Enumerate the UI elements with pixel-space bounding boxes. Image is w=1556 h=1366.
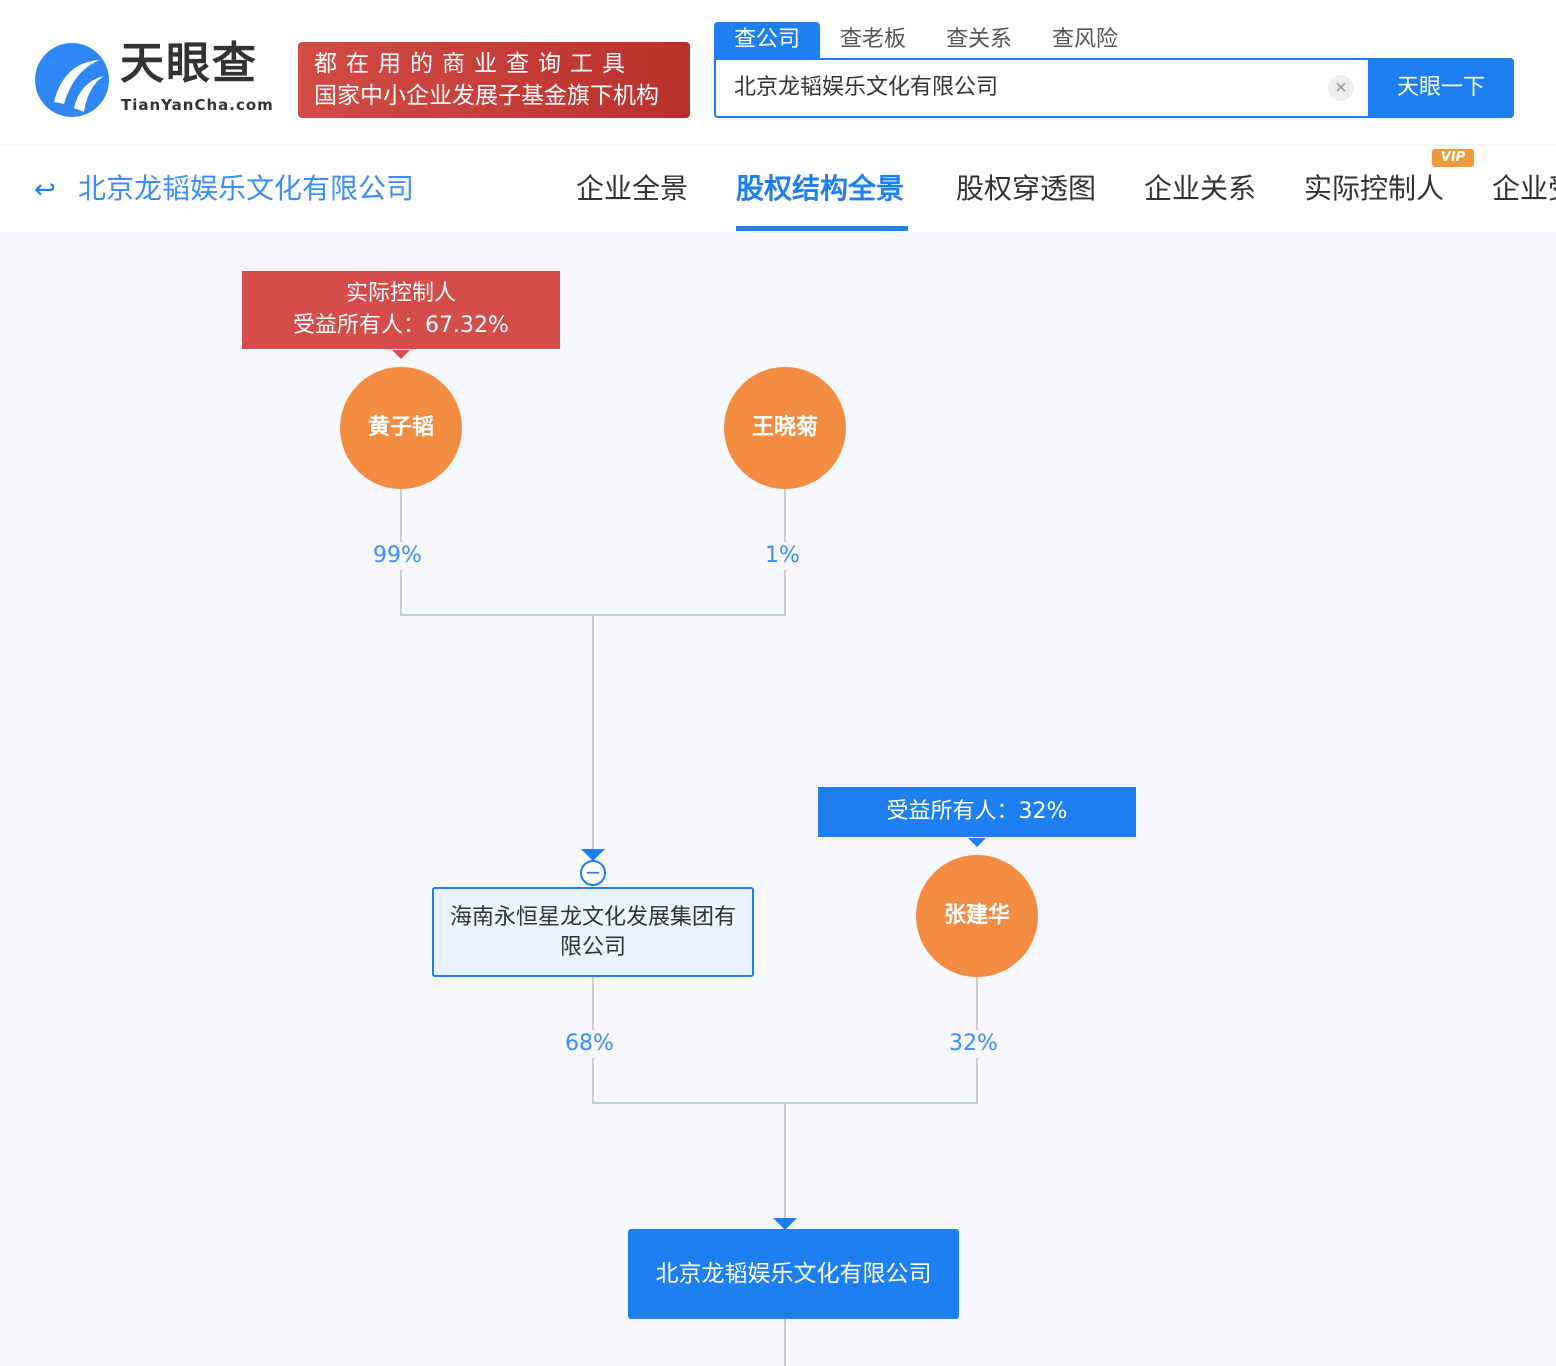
target-company-node[interactable]: 北京龙韬娱乐文化有限公司 — [628, 1229, 959, 1319]
collapse-icon[interactable]: − — [580, 860, 606, 886]
person-node[interactable]: 王晓菊 — [724, 367, 846, 489]
slogan-line2: 国家中小企业发展子基金旗下机构 — [314, 83, 659, 109]
connector — [592, 614, 594, 850]
share-label: 1% — [763, 542, 802, 570]
share-label: 68% — [563, 1030, 616, 1058]
arrow-down-icon — [581, 849, 605, 861]
arrow-down-icon — [773, 1218, 797, 1230]
back-arrow-icon[interactable]: ↩ — [34, 175, 56, 205]
beneficiary-tag: 受益所有人：32% — [818, 787, 1136, 847]
share-label: 99% — [371, 542, 424, 570]
tab-overview[interactable]: 企业全景 — [576, 172, 689, 205]
connector — [784, 1102, 786, 1218]
search-tabs: 查公司 查老板 查关系 查风险 — [714, 22, 1138, 58]
top-header: 天眼查 TianYanCha.com 都在用的商业查询工具 国家中小企业发展子基… — [0, 0, 1556, 144]
tab-relations[interactable]: 企业关系 — [1144, 172, 1257, 205]
slogan-line1: 都在用的商业查询工具 — [314, 51, 634, 77]
logo-subtext: TianYanCha.com — [121, 96, 274, 114]
intermediate-company-node[interactable]: 海南永恒星龙文化发展集团有限公司 — [432, 887, 754, 977]
slogan-banner: 都在用的商业查询工具 国家中小企业发展子基金旗下机构 — [298, 42, 690, 118]
search-tab-company[interactable]: 查公司 — [714, 22, 821, 58]
clear-icon[interactable]: ✕ — [1328, 75, 1354, 101]
controller-tag-line1: 实际控制人 — [345, 281, 456, 306]
vip-badge: VIP — [1432, 149, 1474, 167]
search-button[interactable]: 天眼一下 — [1368, 58, 1514, 118]
share-label: 32% — [947, 1030, 1000, 1058]
person-node[interactable]: 张建华 — [916, 855, 1038, 977]
company-nav: ↩ 北京龙韬娱乐文化有限公司 企业全景 股权结构全景 股权穿透图 企业关系 实际… — [0, 146, 1556, 232]
active-tab-underline — [736, 226, 908, 231]
tab-equity-penetration[interactable]: 股权穿透图 — [956, 172, 1097, 205]
search-tab-boss[interactable]: 查老板 — [840, 27, 907, 52]
controller-tag: 实际控制人 受益所有人：67.32% — [242, 271, 560, 359]
person-node[interactable]: 黄子韬 — [340, 367, 462, 489]
search-tab-relation[interactable]: 查关系 — [946, 27, 1013, 52]
tab-equity-structure[interactable]: 股权结构全景 — [736, 172, 905, 205]
controller-tag-line2: 受益所有人：67.32% — [293, 313, 509, 338]
search-value[interactable]: 北京龙韬娱乐文化有限公司 — [734, 75, 999, 100]
tab-actual-controller[interactable]: 实际控制人 — [1304, 172, 1445, 205]
tianyancha-logo-icon — [35, 43, 109, 117]
logo-text: 天眼查 — [120, 38, 258, 89]
tab-beneficiary[interactable]: 企业受益人 — [1492, 172, 1556, 205]
connector — [784, 1319, 786, 1366]
search-input[interactable]: 北京龙韬娱乐文化有限公司 ✕ 天眼一下 — [714, 58, 1514, 118]
search-tab-risk[interactable]: 查风险 — [1052, 27, 1119, 52]
company-name-link[interactable]: 北京龙韬娱乐文化有限公司 — [78, 172, 415, 205]
